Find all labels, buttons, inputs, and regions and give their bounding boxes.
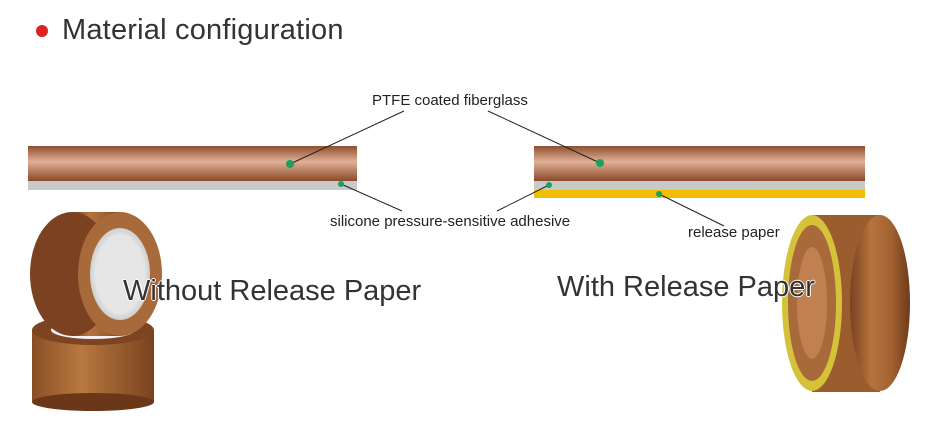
leader-adhesive-left (340, 183, 403, 212)
leader-lines (289, 110, 725, 227)
title-block: Material configuration (36, 14, 344, 47)
layer-stack-with-release (534, 146, 865, 198)
marker-adhesive-left (338, 181, 344, 187)
ptfe-layer-right (534, 146, 865, 181)
markers (286, 159, 662, 197)
marker-ptfe-right (596, 159, 604, 167)
ptfe-layer-left (28, 146, 357, 181)
leader-release (658, 193, 725, 227)
adhesive-layer-left (28, 181, 357, 190)
tape-roll-top-left (30, 212, 162, 336)
label-release-paper: release paper (688, 224, 780, 241)
tape-roll-right (782, 215, 910, 392)
leader-ptfe-left (289, 110, 405, 165)
caption-without-release: Without Release Paper (123, 275, 422, 307)
marker-release (656, 191, 662, 197)
label-adhesive: silicone pressure-sensitive adhesive (330, 213, 571, 230)
marker-adhesive-right (546, 182, 552, 188)
marker-ptfe-left (286, 160, 294, 168)
bullet-icon (36, 24, 48, 37)
caption-with-release: With Release Paper (557, 271, 815, 303)
leader-ptfe-right (487, 110, 601, 164)
page-title: Material configuration (62, 14, 344, 46)
release-layer-right (534, 190, 865, 198)
leader-adhesive-right (496, 184, 550, 212)
layer-stack-without-release (28, 146, 357, 190)
label-ptfe: PTFE coated fiberglass (372, 92, 528, 109)
adhesive-layer-right (534, 181, 865, 190)
